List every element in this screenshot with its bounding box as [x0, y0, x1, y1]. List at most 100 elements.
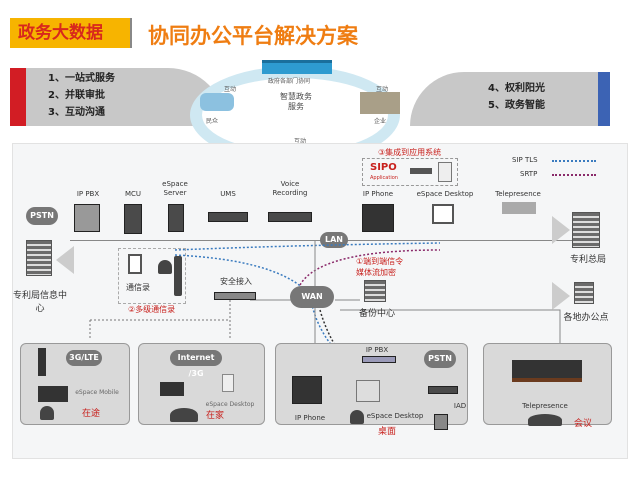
internet-cloud: Internet /3G [170, 350, 222, 378]
device-label: Telepresence [495, 190, 541, 198]
desk-phone-icon [434, 414, 448, 430]
circle-center-label: 智慧政务服务 [280, 92, 312, 111]
desk-user-icon [350, 410, 364, 424]
sipo-sub: Application [370, 175, 398, 181]
scenario-label: 会议 [574, 419, 593, 429]
backup-building-icon [364, 280, 386, 302]
integration-caption: ③集成到应用系统 [378, 148, 442, 157]
telepresence-icon [502, 202, 536, 214]
device-label: Voice Recording [272, 180, 308, 197]
legend-srtp-line [552, 174, 596, 176]
arrow-right-icon [552, 282, 570, 310]
scenario-meeting [483, 343, 612, 425]
section-tag: 政务大数据 [10, 18, 132, 48]
right-banner [410, 72, 600, 126]
scenario-label: 在家 [206, 411, 225, 421]
device-label: IAD [453, 402, 467, 410]
building-icon [26, 240, 52, 276]
interaction-label: 互动 [294, 138, 307, 145]
enterprise-icon [360, 92, 400, 114]
benefit-item: 4、权利阳光 [488, 83, 545, 94]
right-top-label: 专利总局 [569, 255, 606, 265]
building-icon [574, 282, 594, 304]
legend-srtp: SRTP [520, 170, 538, 178]
device-label: Telepresence [522, 402, 568, 410]
device-label: UMS [220, 190, 236, 198]
desktop-icon [432, 204, 454, 224]
right-bottom-label: 各地办公点 [563, 313, 609, 323]
benefit-list-left: 1、一站式服务 2、并联审批 3、互动沟通 [48, 70, 115, 121]
benefit-item: 2、并联审批 [48, 90, 105, 101]
mcu-icon [124, 204, 142, 234]
integration-box [362, 158, 458, 186]
backup-center-label: 备份中心 [358, 309, 395, 319]
building-icon [572, 212, 600, 248]
encryption-line: 媒体流加密 [356, 268, 396, 277]
device-label: IP Phone [362, 190, 394, 198]
lte-cloud: 3G/LTE [66, 350, 102, 366]
secure-access-label: 安全接入 [220, 277, 252, 286]
benefit-item: 3、互动沟通 [48, 107, 105, 118]
sipo-logo: SIPO [370, 162, 397, 173]
iad-icon [428, 386, 458, 394]
legend-sip-tls: SIP TLS [512, 156, 538, 164]
ip-pbx-icon [362, 356, 396, 363]
pstn-cloud: PSTN [26, 207, 58, 225]
directory-caption: ②多级通信录 [128, 305, 176, 314]
device-label: eSpace Desktop [366, 412, 424, 420]
benefit-item: 1、一站式服务 [48, 73, 115, 84]
document-icon [128, 254, 142, 274]
espace-server-icon [168, 204, 184, 232]
page-title: 协同办公平台解决方案 [148, 24, 358, 48]
device-label: IP Phone [294, 414, 326, 422]
cell-tower-icon [38, 348, 46, 376]
ums-icon [208, 212, 248, 222]
mobile-devices-icon [38, 386, 68, 402]
person-icon [158, 260, 172, 274]
device-label: MCU [124, 190, 142, 198]
desktop-icon [356, 380, 380, 402]
circle-right-label: 企业 [374, 118, 387, 125]
ip-phone-icon [292, 376, 322, 404]
app-window-icon [222, 374, 234, 392]
people-icon [174, 256, 182, 296]
device-label: eSpace Desktop [416, 190, 474, 198]
right-accent-bar [598, 72, 610, 126]
left-site-label: 专利局信息中心 [12, 291, 67, 314]
interaction-label: 互动 [376, 86, 389, 93]
traveler-icon [40, 406, 54, 420]
laptop-icon [160, 382, 184, 396]
benefit-item: 5、政务智能 [488, 100, 545, 111]
ip-phone-icon [362, 204, 394, 232]
meeting-people-icon [528, 414, 562, 426]
pstn-cloud: PSTN [424, 350, 456, 368]
arrow-left-icon [56, 246, 74, 274]
circle-top-label: 政府各部门协同 [268, 78, 311, 85]
device-label: eSpace Desktop [205, 401, 255, 408]
directory-label: 通信录 [126, 283, 150, 292]
device-label: eSpace Mobile [75, 389, 119, 396]
device-label: eSpace Server [162, 180, 188, 197]
interaction-label: 互动 [224, 86, 237, 93]
arrow-right-icon [552, 216, 570, 244]
circle-left-label: 民众 [206, 118, 219, 125]
left-accent-bar [10, 68, 26, 126]
lan-cloud: LAN [320, 232, 348, 248]
home-user-icon [170, 408, 198, 422]
wan-cloud: WAN [290, 286, 334, 308]
scenario-label: 在途 [82, 409, 101, 419]
benefit-list-right: 4、权利阳光 5、政务智能 [488, 80, 545, 114]
app-window-icon [438, 162, 452, 182]
directory-box [118, 248, 186, 304]
voice-recording-icon [268, 212, 312, 222]
legend-sip-tls-line [552, 160, 596, 162]
secure-gateway-icon [214, 292, 256, 300]
device-label: IP PBX [76, 190, 100, 198]
arrow-icon [410, 168, 432, 174]
device-label: IP PBX [365, 346, 389, 354]
encryption-line: ①端到端信令 [356, 257, 404, 266]
ip-pbx-icon [74, 204, 100, 232]
citizens-icon [200, 93, 234, 111]
government-building-icon [262, 60, 332, 74]
scenario-label: 桌面 [378, 427, 397, 437]
